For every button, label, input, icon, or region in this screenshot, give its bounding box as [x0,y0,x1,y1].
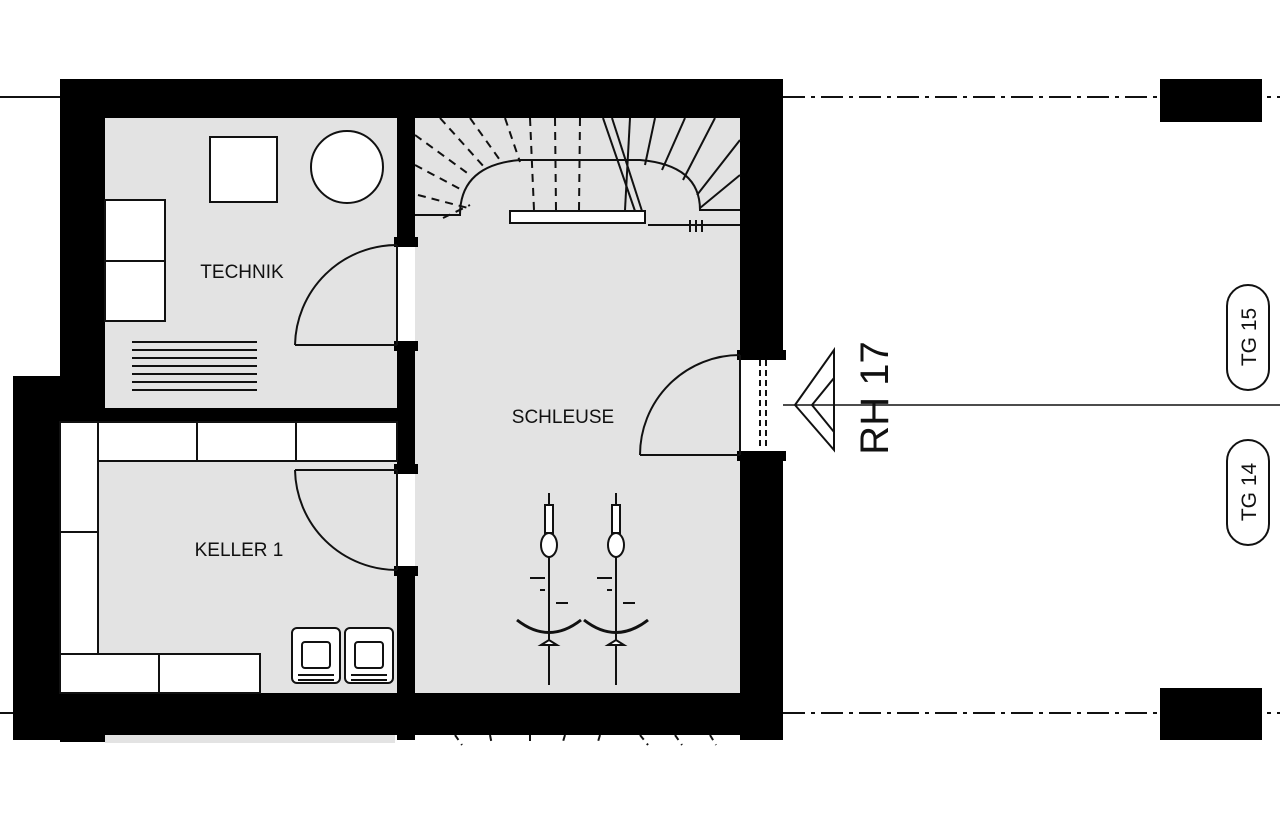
technical-unit-square [209,136,278,203]
room-label-keller: KELLER 1 [195,540,284,561]
room-label-technik: TECHNIK [200,262,284,283]
door-jambs [394,237,786,576]
cabinet-technik [104,199,166,322]
walls [13,79,783,742]
parking-badge-lower: TG 14 [1226,439,1270,546]
property-lines [0,96,1280,714]
bicycle-icon [583,493,649,685]
radiator [132,341,257,391]
house-number-label: RH 17 [853,341,897,454]
appliance-washer [291,627,341,684]
parking-label-lower: TG 14 [1238,463,1261,522]
staircase [414,117,741,232]
post-lower [1160,688,1262,740]
parking-label-upper: TG 15 [1238,308,1261,366]
room-label-schleuse: SCHLEUSE [512,407,614,428]
tank-circle [310,130,384,204]
shelving-keller [59,421,398,694]
door-technik [294,244,398,346]
parking-badge-upper: TG 15 [1226,284,1270,391]
door-keller [294,469,398,571]
stairs-below [454,734,717,746]
post-upper [1160,79,1262,122]
entrance-arrow-icon [793,346,835,453]
appliance-dryer [344,627,394,684]
door-entrance [639,354,767,456]
bicycle-icon [516,493,582,685]
